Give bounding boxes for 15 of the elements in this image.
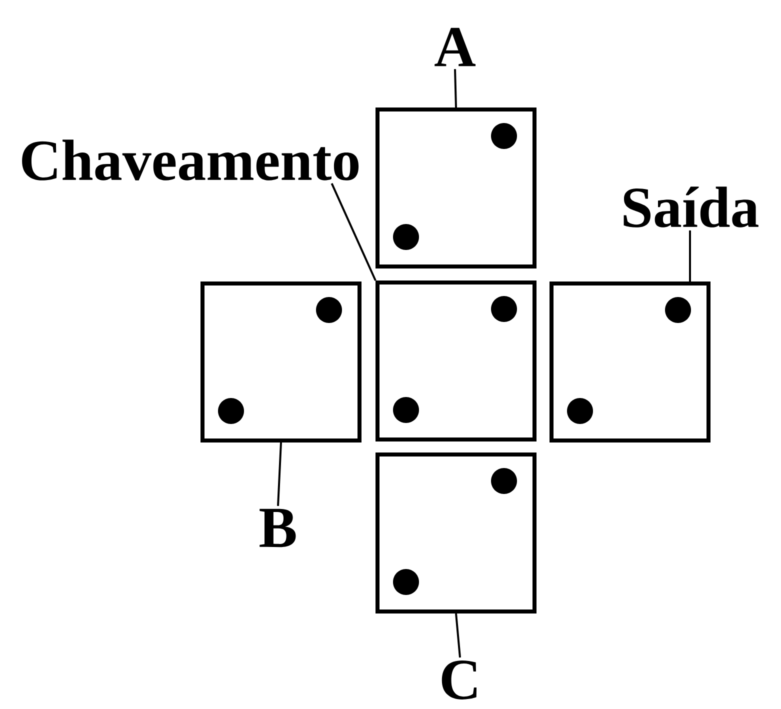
label: A [434,28,476,66]
label: Chaveamento [22,140,359,180]
leader-line [454,69,457,108]
square-box [200,282,362,442]
leader-line [455,613,461,658]
square-box [550,282,710,442]
leader-line [277,442,282,506]
label: Saída [624,186,758,228]
label: C [442,660,477,700]
square-box [376,280,536,442]
label: B [260,508,296,548]
leader-line [330,183,376,281]
leader-line [689,230,691,282]
square-box [376,452,536,614]
square-box [376,108,536,268]
